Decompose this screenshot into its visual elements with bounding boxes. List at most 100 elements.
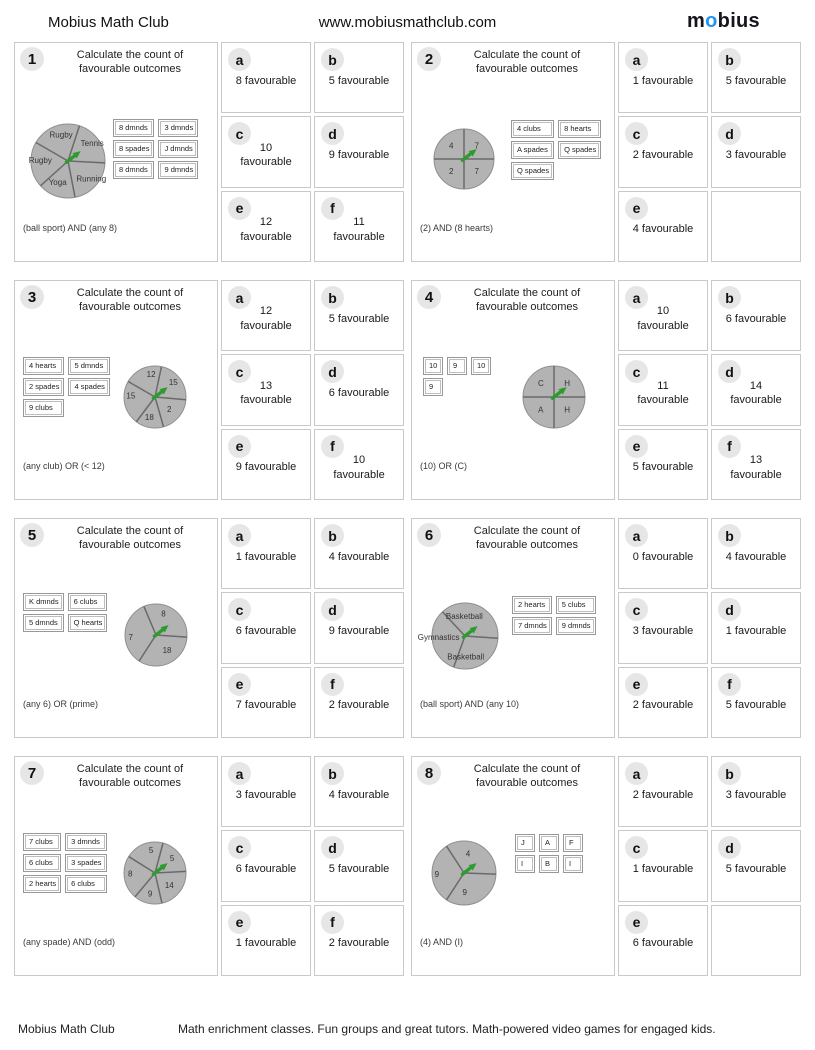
answer-text: 1 favourable <box>632 74 694 87</box>
outcome-card: 8 dmnds <box>113 161 155 179</box>
outcome-card-label: 3 spades <box>67 856 105 870</box>
answer-letter-badge: d <box>718 360 741 384</box>
answer-letter-badge: d <box>718 836 741 860</box>
answer-text: 3 favourable <box>725 788 787 801</box>
question-panel: 1 Calculate the count of favourable outc… <box>14 42 218 262</box>
spinner-segment-label: C <box>538 379 544 388</box>
spinner-sector-line <box>67 160 105 164</box>
outcome-card-label: 9 <box>449 359 465 373</box>
spinner-segment-label: Tennis <box>81 139 104 148</box>
answer-option-e[interactable]: e 6 favourable <box>618 904 708 976</box>
outcome-card-label: F <box>565 836 581 850</box>
answer-letter: b <box>328 51 337 68</box>
spinner-arrow-head <box>468 149 477 157</box>
spinner-segment-label: Basketball <box>446 612 483 621</box>
problem-6: 6 Calculate the count of favourable outc… <box>411 518 801 738</box>
spinner-sector-line <box>134 872 156 898</box>
outcome-card: 9 clubs <box>23 399 65 417</box>
answer-text: 8 favourable <box>235 74 297 87</box>
answer-letter: a <box>632 289 641 306</box>
answer-letter: d <box>328 125 337 142</box>
answer-text: 10 favourable <box>637 305 689 333</box>
answer-letter-badge: e <box>228 196 251 220</box>
answer-letter: b <box>725 51 734 68</box>
question-panel: 5 Calculate the count of favourable outc… <box>14 518 218 738</box>
answer-text: 3 favourable <box>632 625 694 638</box>
outcome-card-label: 9 dmnds <box>557 619 594 633</box>
answer-text: 12 favourable <box>240 215 292 243</box>
outcome-card-label: 7 dmnds <box>514 619 550 633</box>
logo-text: m <box>687 10 706 32</box>
spinner-sector-line <box>127 380 156 398</box>
answer-letter-badge: c <box>625 122 648 146</box>
outcome-card: 5 dmnds <box>68 357 110 375</box>
answer-text: 5 favourable <box>328 312 390 325</box>
outcome-card-label: B <box>541 857 557 871</box>
spinner-sector-line <box>143 606 157 636</box>
question-panel: 8 Calculate the count of favourable outc… <box>411 756 615 976</box>
problem-8: 8 Calculate the count of favourable outc… <box>411 756 801 976</box>
answer-text: 6 favourable <box>632 937 694 950</box>
spinner-sector-line <box>154 366 163 398</box>
answer-letter-badge: f <box>321 910 344 934</box>
spinner-sector-line <box>138 634 157 662</box>
answer-letter: e <box>632 914 641 931</box>
outcome-card: 3 spades <box>65 854 107 872</box>
spinner-segment-label: 7 <box>128 633 133 642</box>
outcome-card: 9 dmnds <box>158 161 199 179</box>
answer-text: 13 favourable <box>240 379 292 407</box>
answer-letter-badge: e <box>625 910 648 934</box>
problem-number: 1 <box>27 50 37 68</box>
spinner-sector-line <box>67 160 76 198</box>
spinner-sector-line <box>135 396 156 423</box>
answer-letter-badge: b <box>321 524 344 547</box>
